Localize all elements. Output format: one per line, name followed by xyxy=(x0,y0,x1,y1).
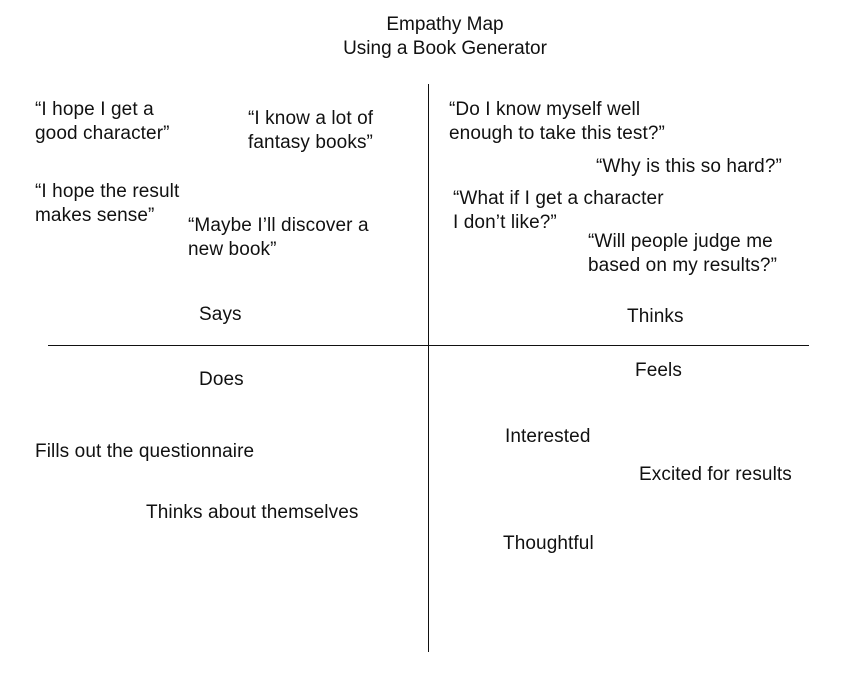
feels-item: Thoughtful xyxy=(503,533,594,554)
says-quote: “I hope I get a good character” xyxy=(35,99,170,144)
says-quote: “Maybe I’ll discover a new book” xyxy=(188,215,369,260)
thinks-quote: “Will people judge me based on my result… xyxy=(588,231,778,276)
thinks-quote: “Why is this so hard?” xyxy=(596,156,782,177)
feels-label: Feels xyxy=(635,360,682,381)
feels-item: Excited for results xyxy=(639,464,792,485)
says-quote: “I hope the result makes sense” xyxy=(35,181,180,226)
says-label: Says xyxy=(199,304,242,325)
does-item: Fills out the questionnaire xyxy=(35,441,255,462)
map-title: Empathy Map Using a Book Generator xyxy=(0,13,855,61)
vertical-divider xyxy=(428,84,429,652)
does-label: Does xyxy=(199,369,244,390)
map-title-line-1: Empathy Map xyxy=(386,14,504,35)
says-quote: “I know a lot of fantasy books” xyxy=(248,108,374,153)
feels-item: Interested xyxy=(505,426,591,447)
thinks-quote: “Do I know myself well enough to take th… xyxy=(449,99,665,144)
thinks-quote: “What if I get a character I don’t like?… xyxy=(453,188,664,233)
thinks-label: Thinks xyxy=(627,306,684,327)
does-item: Thinks about themselves xyxy=(146,502,359,523)
map-title-line-2: Using a Book Generator xyxy=(343,38,547,59)
